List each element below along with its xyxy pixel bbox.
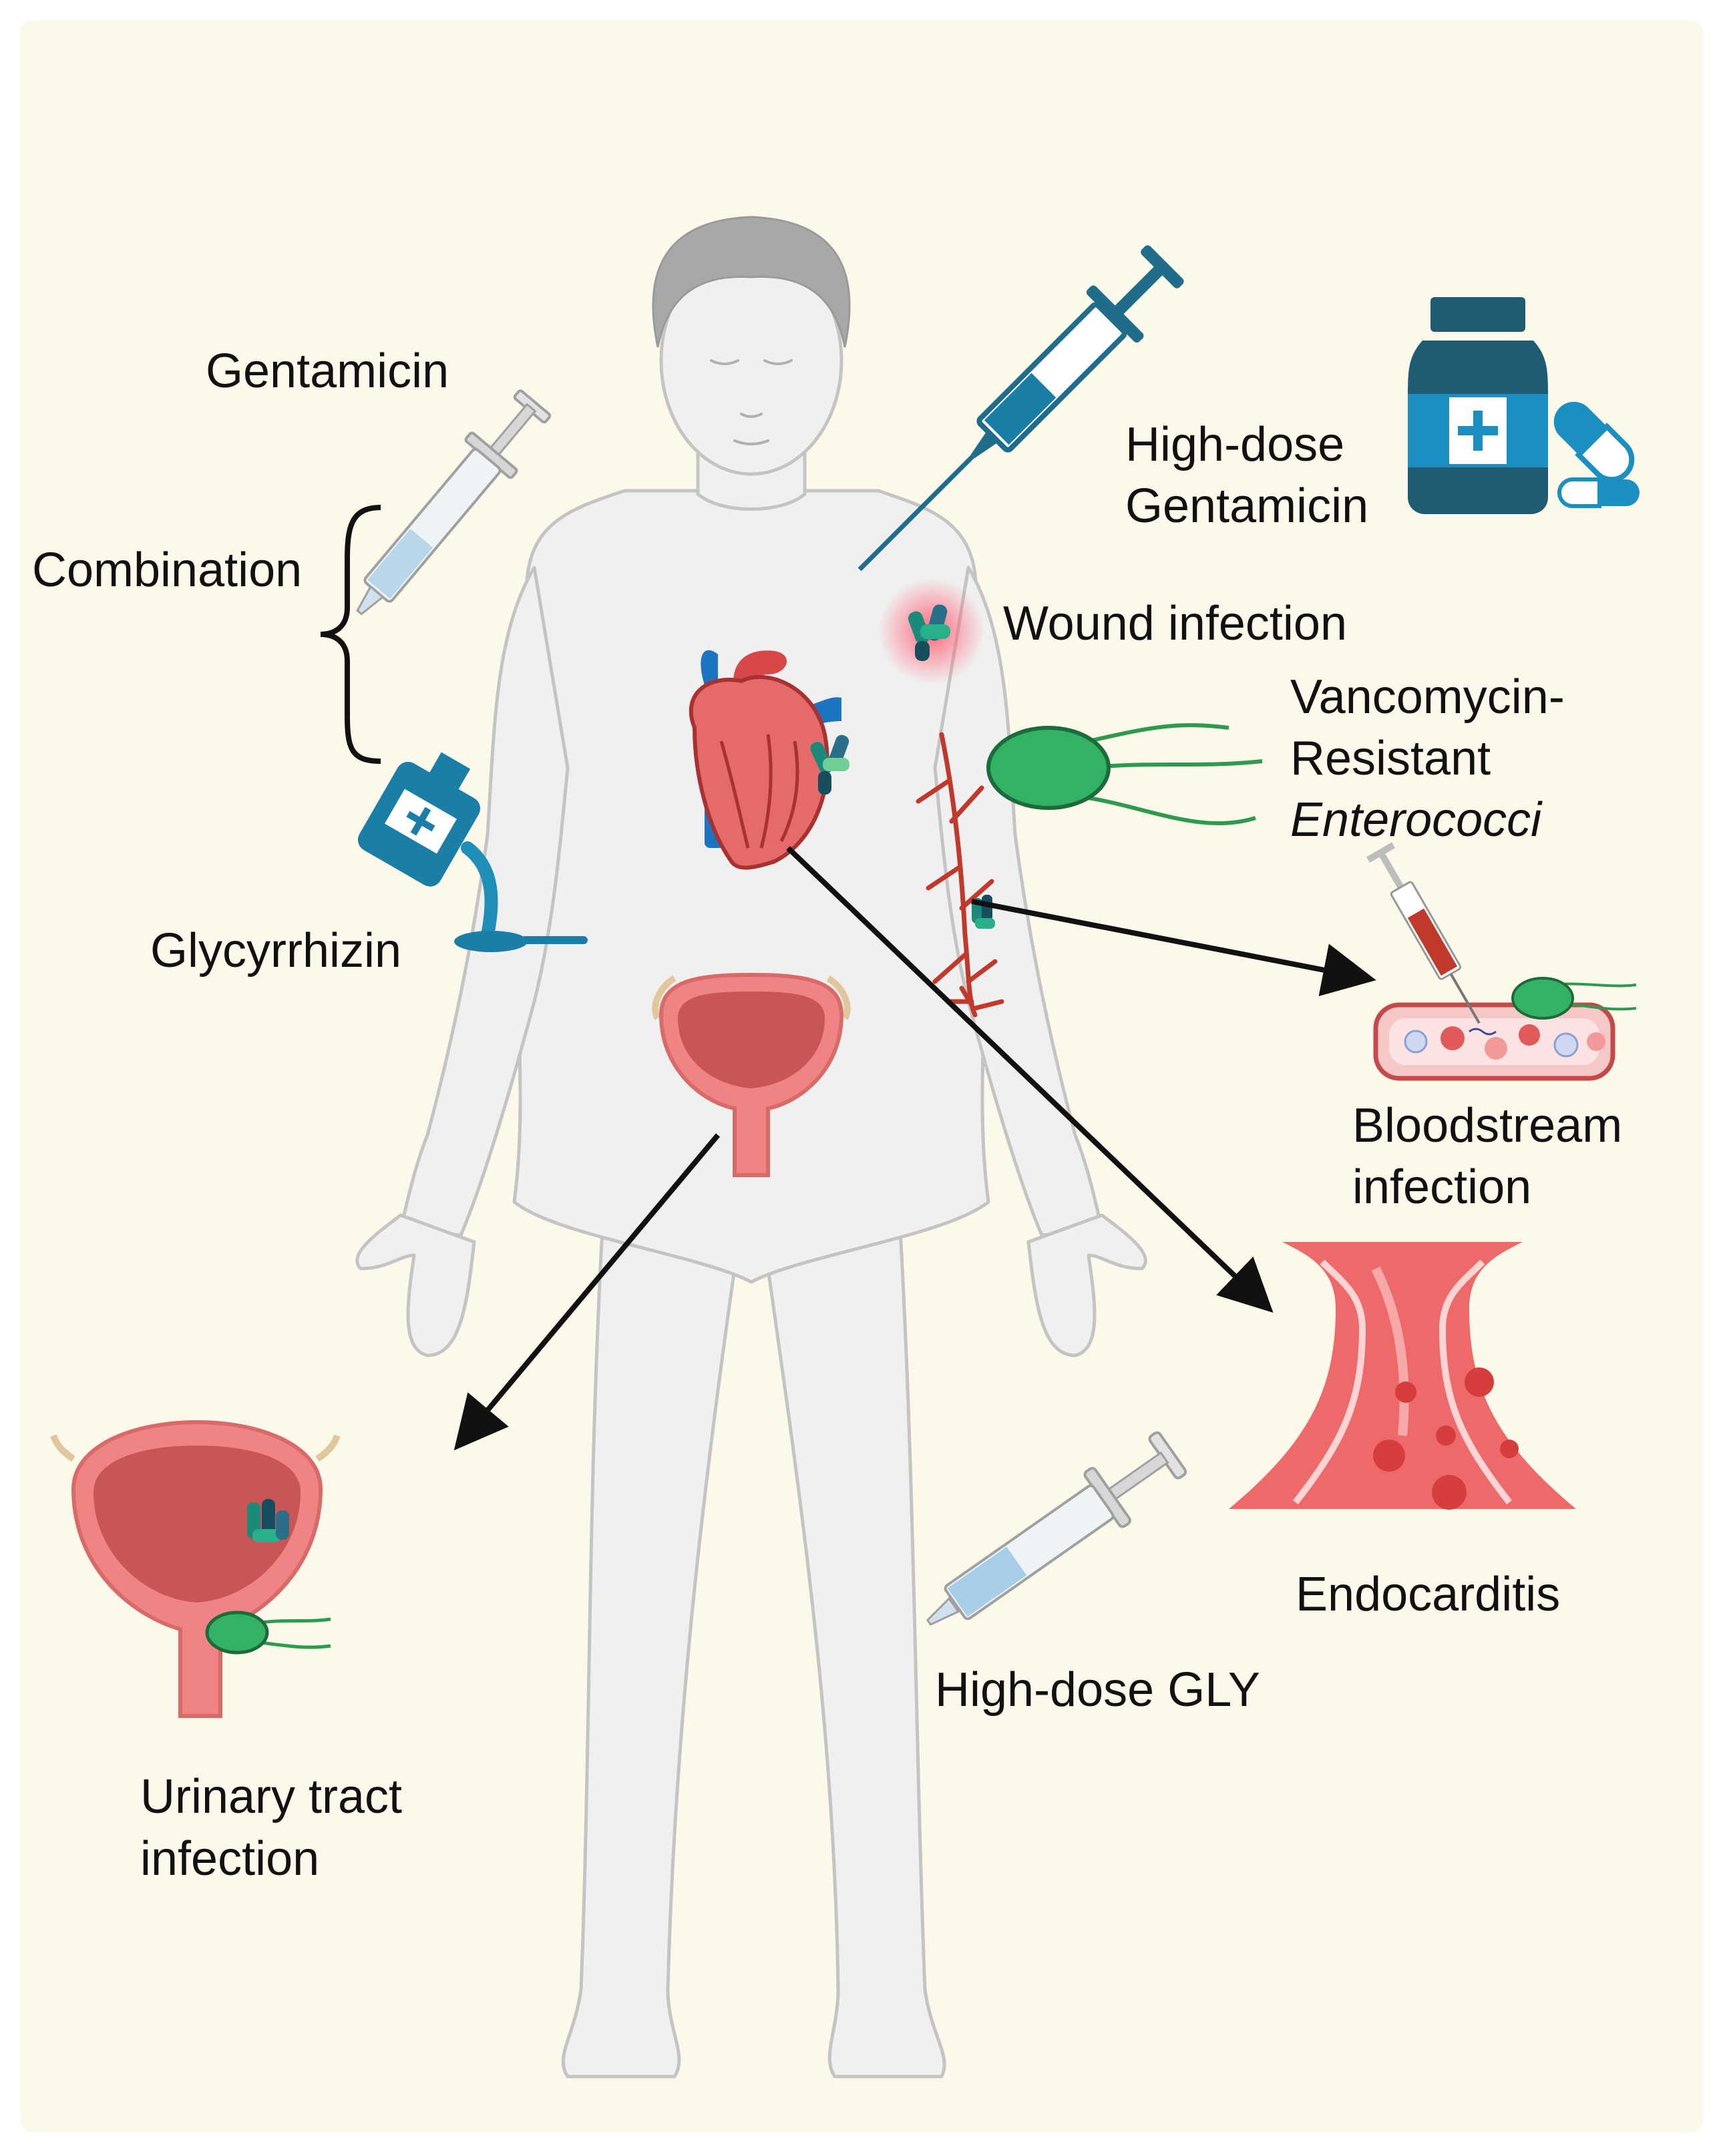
vein-icon [916,732,1004,1018]
label-vre-2: Resistant [1290,732,1491,785]
face-icon [710,359,793,445]
label-wound-infection: Wound infection [1003,597,1347,650]
syringe-icon [857,245,1184,572]
label-glycyrrhizin: Glycyrrhizin [150,924,401,978]
bacteria-cluster-icon [247,1499,289,1542]
label-bloodstream-2: infection [1352,1160,1531,1214]
spoon-icon [454,931,588,952]
label-high-dose-gentamicin-2: Gentamicin [1125,479,1368,533]
arrow-group [453,846,1376,1451]
bacterium-icon [205,1610,331,1655]
bacterium-icon [986,723,1263,826]
human-body-icon [355,245,1147,2079]
combination-brace [320,505,381,764]
label-bloodstream-1: Bloodstream [1352,1099,1622,1152]
blood-vessel-icon [1373,1002,1615,1081]
syringe-icon [356,389,552,616]
label-vre-1: Vancomycin- [1290,670,1565,724]
heart-icon [689,650,841,870]
label-vre-3: Enterococci [1290,793,1543,847]
syringe-icon [926,1431,1187,1626]
label-gentamicin: Gentamicin [206,345,449,398]
arrow-vein-to-bloodstream [971,899,1376,997]
label-combination: Combination [32,544,302,597]
virus-icon [1373,1367,1519,1510]
arrow-heart-to-endocarditis [786,846,1274,1313]
bacteria-cluster-icon [810,734,849,795]
hair-icon [652,216,851,348]
bacterium-icon [1511,977,1637,1020]
bacteria-cluster-icon [908,604,950,661]
capsule-icon [1553,401,1640,508]
label-high-dose-gentamicin-1: High-dose [1125,418,1344,471]
label-high-dose-gly: High-dose GLY [935,1663,1260,1717]
syrup-stream [461,841,498,941]
label-uti-2: infection [140,1832,319,1886]
wound-icon [878,578,985,684]
medicine-bottle-icon [1408,297,1548,514]
syrup-bottle-icon [357,752,481,887]
artery-vegetation-icon [1229,1242,1576,1509]
label-endocarditis: Endocarditis [1296,1568,1560,1621]
bladder-icon [652,972,851,1177]
bladder-icon [50,1420,341,1718]
label-uti-1: Urinary tract [140,1770,402,1823]
syringe-icon [1366,842,1481,1024]
arrow-bladder-to-uti [453,1133,721,1451]
